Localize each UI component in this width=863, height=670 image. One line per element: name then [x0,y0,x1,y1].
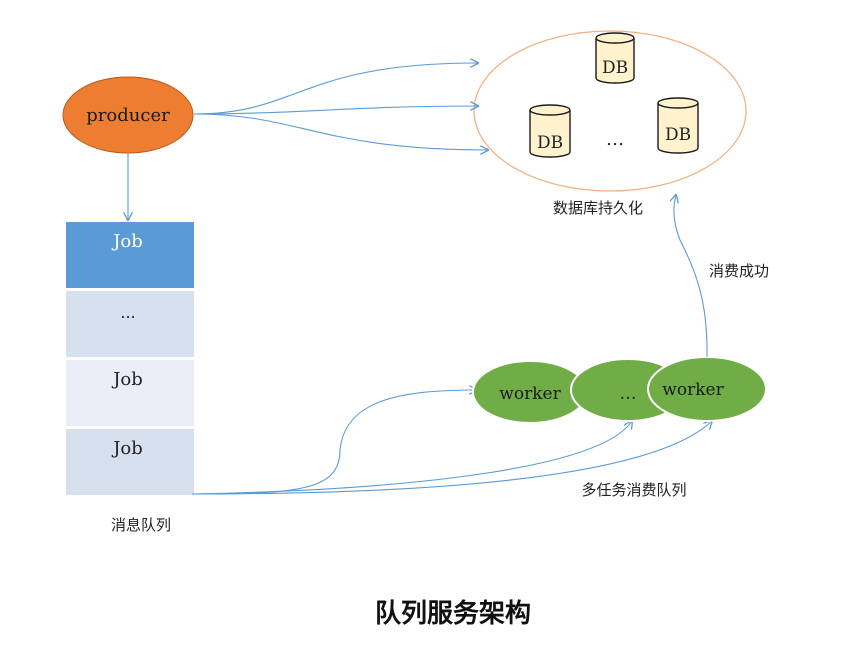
worker-to-db-arrow [674,195,708,358]
diagram-title: 队列服务架构 [375,599,531,629]
producer-node: producer [62,76,194,154]
db-cylinder-top: DB [595,32,635,84]
database-caption: 数据库持久化 [553,199,643,217]
worker-label: worker [499,384,561,404]
queue-cell-header [66,222,194,288]
worker-group: worker … worker 多任务消费队列 [472,356,767,499]
arrow [193,106,478,115]
arrow [191,421,712,495]
worker-label: worker [662,380,724,400]
db-label: DB [537,133,563,153]
arrow [193,113,488,150]
db-cylinder-left: DB [529,104,571,158]
worker-caption: 多任务消费队列 [581,481,686,499]
queue-cell-label: ... [120,303,135,322]
queue-cell [66,429,194,495]
db-ellipsis: … [606,129,624,150]
queue-caption: 消息队列 [111,516,171,534]
db-cylinder-right: DB [657,97,699,154]
message-queue: Job ... Job Job 消息队列 [66,222,194,534]
arrow [191,390,477,495]
queue-cell-label: Job [111,369,143,390]
queue-cell-label: Job [111,231,143,252]
producer-to-db-arrows [193,63,488,150]
queue-cell [66,360,194,426]
arrow [191,421,632,495]
queue-cell-label: Job [111,438,143,459]
arrow [193,63,478,115]
consume-success-label: 消费成功 [709,262,769,280]
queue-cell [66,291,194,357]
db-label: DB [665,125,691,145]
db-label: DB [602,58,628,78]
worker-label: … [620,384,637,404]
database-group: DB DB … DB 数据库持久化 [473,30,747,217]
queue-to-worker-arrows [191,390,712,495]
producer-label: producer [86,105,170,126]
